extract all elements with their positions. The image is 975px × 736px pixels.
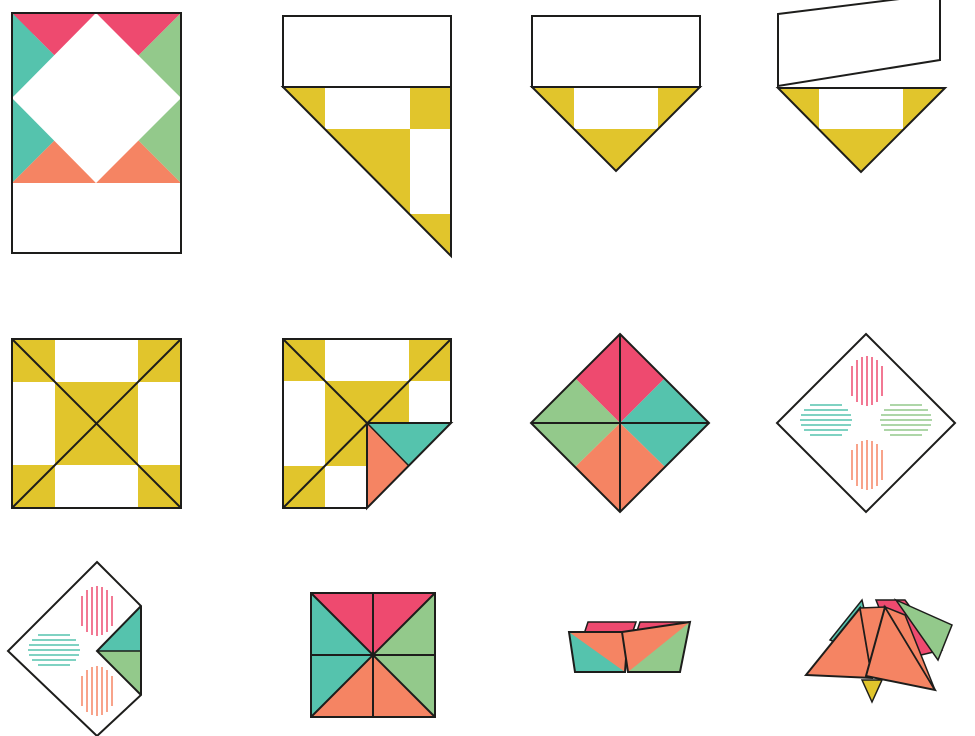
base-yellow — [862, 680, 882, 702]
